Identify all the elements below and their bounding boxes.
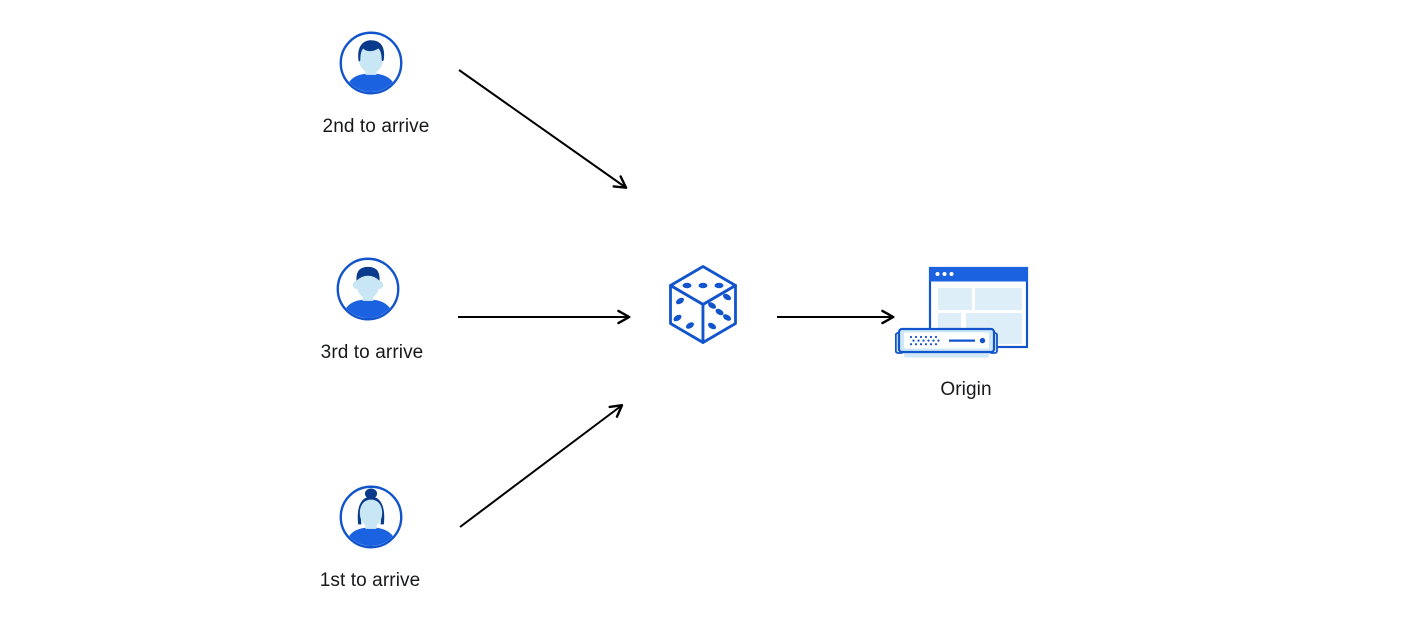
node-label-user-second: 2nd to arrive (322, 116, 430, 137)
dice-icon (669, 265, 737, 344)
user-avatar-icon (339, 485, 403, 549)
node-label-origin: Origin (940, 379, 992, 400)
node-label-user-third: 3rd to arrive (320, 342, 424, 363)
node-user-second (338, 30, 404, 96)
node-user-first (338, 484, 404, 550)
server-icon (894, 327, 998, 358)
node-user-third (335, 256, 401, 322)
user-avatar-icon (339, 31, 403, 95)
node-origin (894, 262, 1030, 362)
arrow-user2-to-dice (458, 69, 628, 189)
node-randomizer (668, 264, 738, 345)
arrow-user1-to-dice (459, 404, 624, 528)
origin-server-icon (894, 266, 1029, 358)
user-avatar-icon (336, 257, 400, 321)
node-label-user-first: 1st to arrive (319, 570, 421, 591)
